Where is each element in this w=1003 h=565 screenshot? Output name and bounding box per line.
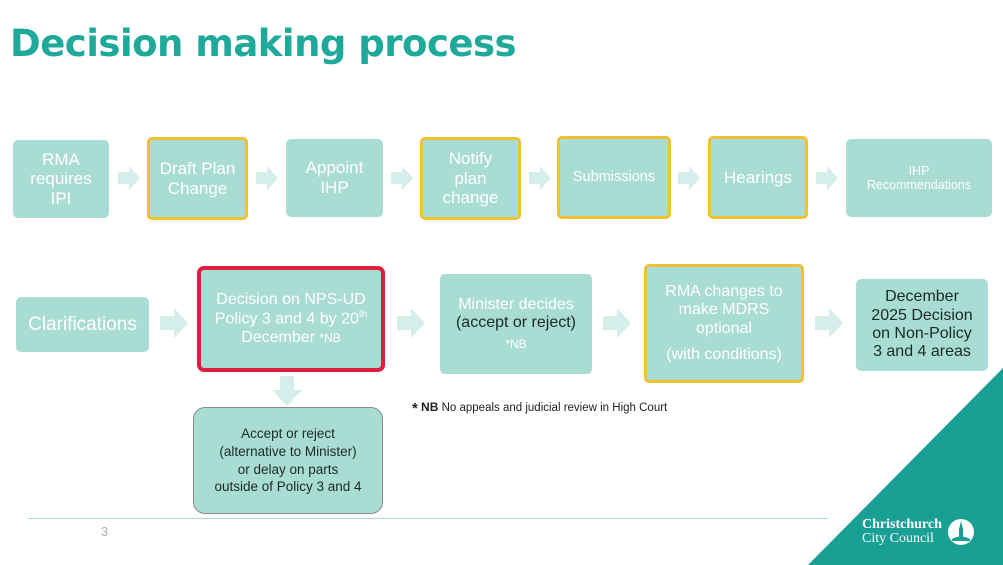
step-accept-or-reject: Accept or reject (alternative to Ministe… xyxy=(193,407,383,514)
arrow-down-icon xyxy=(272,376,302,406)
page-title: Decision making process xyxy=(10,22,517,65)
council-logo: Christchurch City Council xyxy=(862,517,975,547)
step-ihp-recommendations: IHP Recommendations xyxy=(846,139,992,217)
arrow-right-icon xyxy=(391,166,413,190)
step-label-line: (accept or reject) xyxy=(455,314,577,332)
step-label-line: 3 and 4 areas xyxy=(873,343,971,361)
step-label-line: Appoint xyxy=(305,158,364,178)
step-minister-decides: Minister decides (accept or reject) *NB xyxy=(440,274,592,374)
step-appoint-ihp: Appoint IHP xyxy=(286,139,383,217)
cathedral-emblem-icon xyxy=(947,519,974,545)
footnote-star: * xyxy=(412,400,418,417)
step-label-line: requires xyxy=(30,169,92,189)
arrow-right-icon xyxy=(678,166,700,190)
step-notify-plan-change: Notify plan change xyxy=(420,137,521,220)
footnote: * NB No appeals and judicial review in H… xyxy=(412,400,667,417)
step-label-line: Notify xyxy=(448,149,493,169)
logo-line1: Christchurch xyxy=(862,517,942,532)
step-december-2025-decision: December 2025 Decision on Non-Policy 3 a… xyxy=(856,279,988,371)
arrow-right-icon xyxy=(397,308,425,338)
step-label-line: 2025 Decision xyxy=(871,306,973,324)
footer-divider xyxy=(28,518,828,519)
step-label-line: Decision on NPS-UD xyxy=(216,290,366,308)
step-label-line: IHP xyxy=(320,178,349,197)
arrow-right-icon xyxy=(529,166,551,190)
step-label-line: (alternative to Minister) xyxy=(219,443,357,459)
page-number: 3 xyxy=(101,524,109,539)
step-label-line: (with conditions) xyxy=(666,345,782,363)
step-label-line: outside of Policy 3 and 4 xyxy=(214,479,362,495)
step-label-text: Policy 3 and 4 by 20 xyxy=(214,310,359,328)
step-rma-requires-ipi: RMA requires IPI xyxy=(13,140,109,218)
nb-marker: *NB xyxy=(505,337,527,352)
step-label-line: optional xyxy=(695,319,753,337)
step-label-line: Accept or reject xyxy=(241,426,335,442)
step-label-line: Submissions xyxy=(572,169,656,186)
arrow-right-icon xyxy=(815,308,843,338)
step-submissions: Submissions xyxy=(557,136,671,219)
step-label-line: plan xyxy=(454,168,487,188)
superscript-text: th xyxy=(358,309,368,321)
logo-line2: City Council xyxy=(862,531,934,546)
step-label-line: December *NB xyxy=(241,329,341,347)
step-label-line: Recommendations xyxy=(866,178,972,192)
footnote-text: No appeals and judicial review in High C… xyxy=(438,402,668,414)
step-draft-plan-change: Draft Plan Change xyxy=(147,137,248,220)
arrow-right-icon xyxy=(256,166,278,190)
step-label-line: on Non-Policy xyxy=(872,325,972,342)
logo-text: Christchurch City Council xyxy=(862,518,942,546)
step-label-line: Minister decides xyxy=(458,295,574,313)
step-hearings: Hearings xyxy=(708,136,808,219)
step-label-line: RMA changes to xyxy=(665,282,783,300)
step-decision-nps-ud: Decision on NPS-UD Policy 3 and 4 by 20t… xyxy=(197,266,385,372)
arrow-right-icon xyxy=(816,166,838,190)
step-label-line: IHP xyxy=(908,163,930,178)
step-label-text: December xyxy=(241,328,320,346)
step-label-line: Change xyxy=(167,178,228,198)
step-label-line: RMA xyxy=(42,149,80,169)
step-label-line: IPI xyxy=(50,188,72,208)
step-label-line: Draft Plan xyxy=(159,158,236,178)
step-label-line: Hearings xyxy=(723,167,793,187)
step-label-line: Clarifications xyxy=(28,313,137,335)
step-label-line: or delay on parts xyxy=(237,461,339,477)
arrow-right-icon xyxy=(160,308,188,338)
step-label-line: December xyxy=(885,288,959,306)
step-rma-changes-mdrs: RMA changes to make MDRS optional (with … xyxy=(644,264,804,383)
footnote-bold: NB xyxy=(421,400,439,414)
step-label-line: Policy 3 and 4 by 20th xyxy=(215,309,367,329)
step-label-line: make MDRS xyxy=(678,301,770,319)
arrow-right-icon xyxy=(118,166,140,190)
step-label-line: change xyxy=(442,188,499,208)
nb-marker: *NB xyxy=(319,330,341,345)
arrow-right-icon xyxy=(603,308,631,338)
step-clarifications: Clarifications xyxy=(16,297,149,352)
